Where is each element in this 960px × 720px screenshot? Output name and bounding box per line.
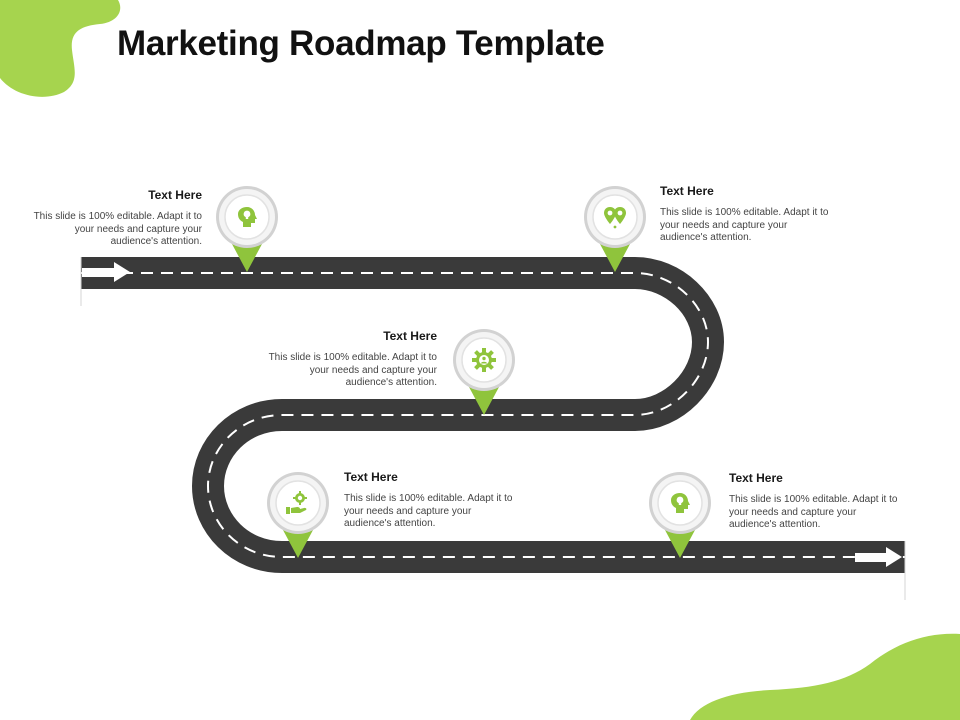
milestone-1-text: Text Here This slide is 100% editable. A… <box>27 188 202 249</box>
milestone-3-body: This slide is 100% editable. Adapt it to… <box>268 352 437 388</box>
milestone-4-body: This slide is 100% editable. Adapt it to… <box>344 493 513 529</box>
milestone-4-pin <box>263 472 333 558</box>
milestone-1-pin <box>212 186 282 272</box>
milestone-2-pin <box>580 186 650 272</box>
bottom-right-decor-blob <box>690 633 960 720</box>
hand-gear-icon <box>286 491 307 514</box>
milestone-5-body: This slide is 100% editable. Adapt it to… <box>729 494 898 530</box>
milestone-5-heading: Text Here <box>729 471 783 485</box>
head-idea-icon <box>671 493 690 513</box>
gear-people-icon <box>472 348 496 372</box>
milestone-2-heading: Text Here <box>660 184 714 198</box>
head-idea-icon <box>238 207 257 227</box>
milestone-3-pin <box>449 329 519 415</box>
milestone-1-heading: Text Here <box>148 188 202 202</box>
milestone-3-text: Text Here This slide is 100% editable. A… <box>262 329 437 390</box>
location-pins-icon <box>604 207 626 229</box>
milestone-4-heading: Text Here <box>344 470 398 484</box>
page-title: Marketing Roadmap Template <box>117 24 605 63</box>
end-arrow-icon <box>855 547 902 567</box>
start-arrow-icon <box>82 262 130 282</box>
milestone-2-body: This slide is 100% editable. Adapt it to… <box>660 207 829 243</box>
milestone-5-pin <box>645 472 715 558</box>
milestone-5-text: Text Here This slide is 100% editable. A… <box>729 471 904 532</box>
milestone-3-heading: Text Here <box>383 329 437 343</box>
milestone-4-text: Text Here This slide is 100% editable. A… <box>344 470 519 531</box>
milestone-1-body: This slide is 100% editable. Adapt it to… <box>33 211 202 247</box>
milestone-2-text: Text Here This slide is 100% editable. A… <box>660 184 835 245</box>
top-left-decor-blob <box>0 0 121 97</box>
